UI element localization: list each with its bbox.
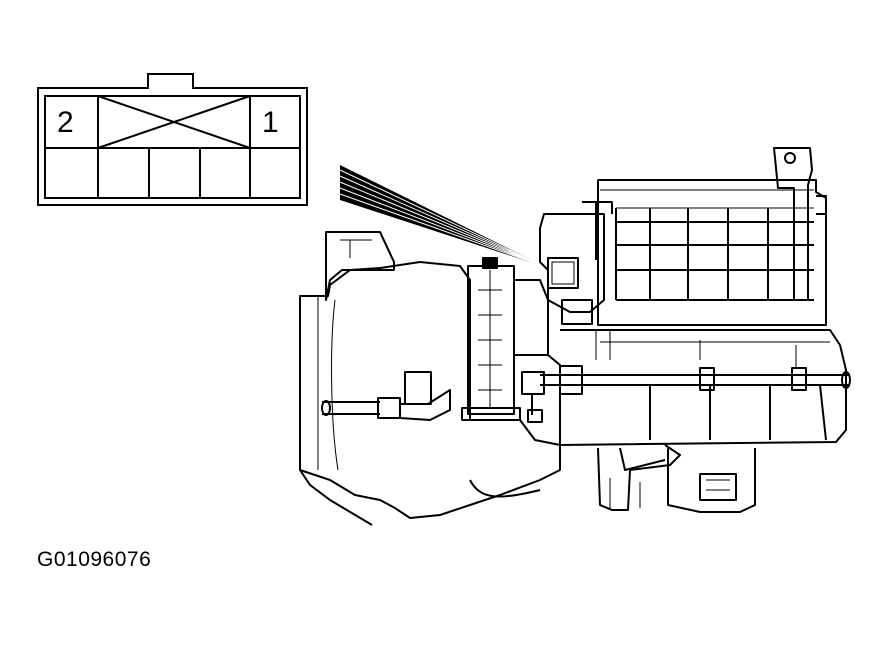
blower-housing — [299, 261, 561, 519]
connector-outline — [37, 73, 308, 206]
upper-left-bracket — [325, 231, 395, 301]
bottom-fittings — [597, 444, 756, 513]
actuator-motor — [539, 201, 613, 325]
actuator-rod — [540, 374, 850, 386]
evaporator-housing — [597, 179, 827, 326]
pin-label-2: 2 — [57, 106, 74, 139]
heater-housing — [559, 329, 847, 446]
hvac-unit-assembly — [299, 147, 851, 526]
pipe-left — [322, 401, 380, 415]
connector-face-view — [37, 73, 308, 206]
pointer-wedge — [339, 165, 549, 269]
lower-duct — [469, 479, 541, 498]
blend-door-column — [461, 257, 521, 421]
unused-cavity-cross — [97, 95, 251, 149]
pin-label-1: 1 — [262, 106, 279, 139]
figure-id-label: G01096076 — [37, 548, 152, 571]
top-right-clip — [773, 147, 813, 301]
